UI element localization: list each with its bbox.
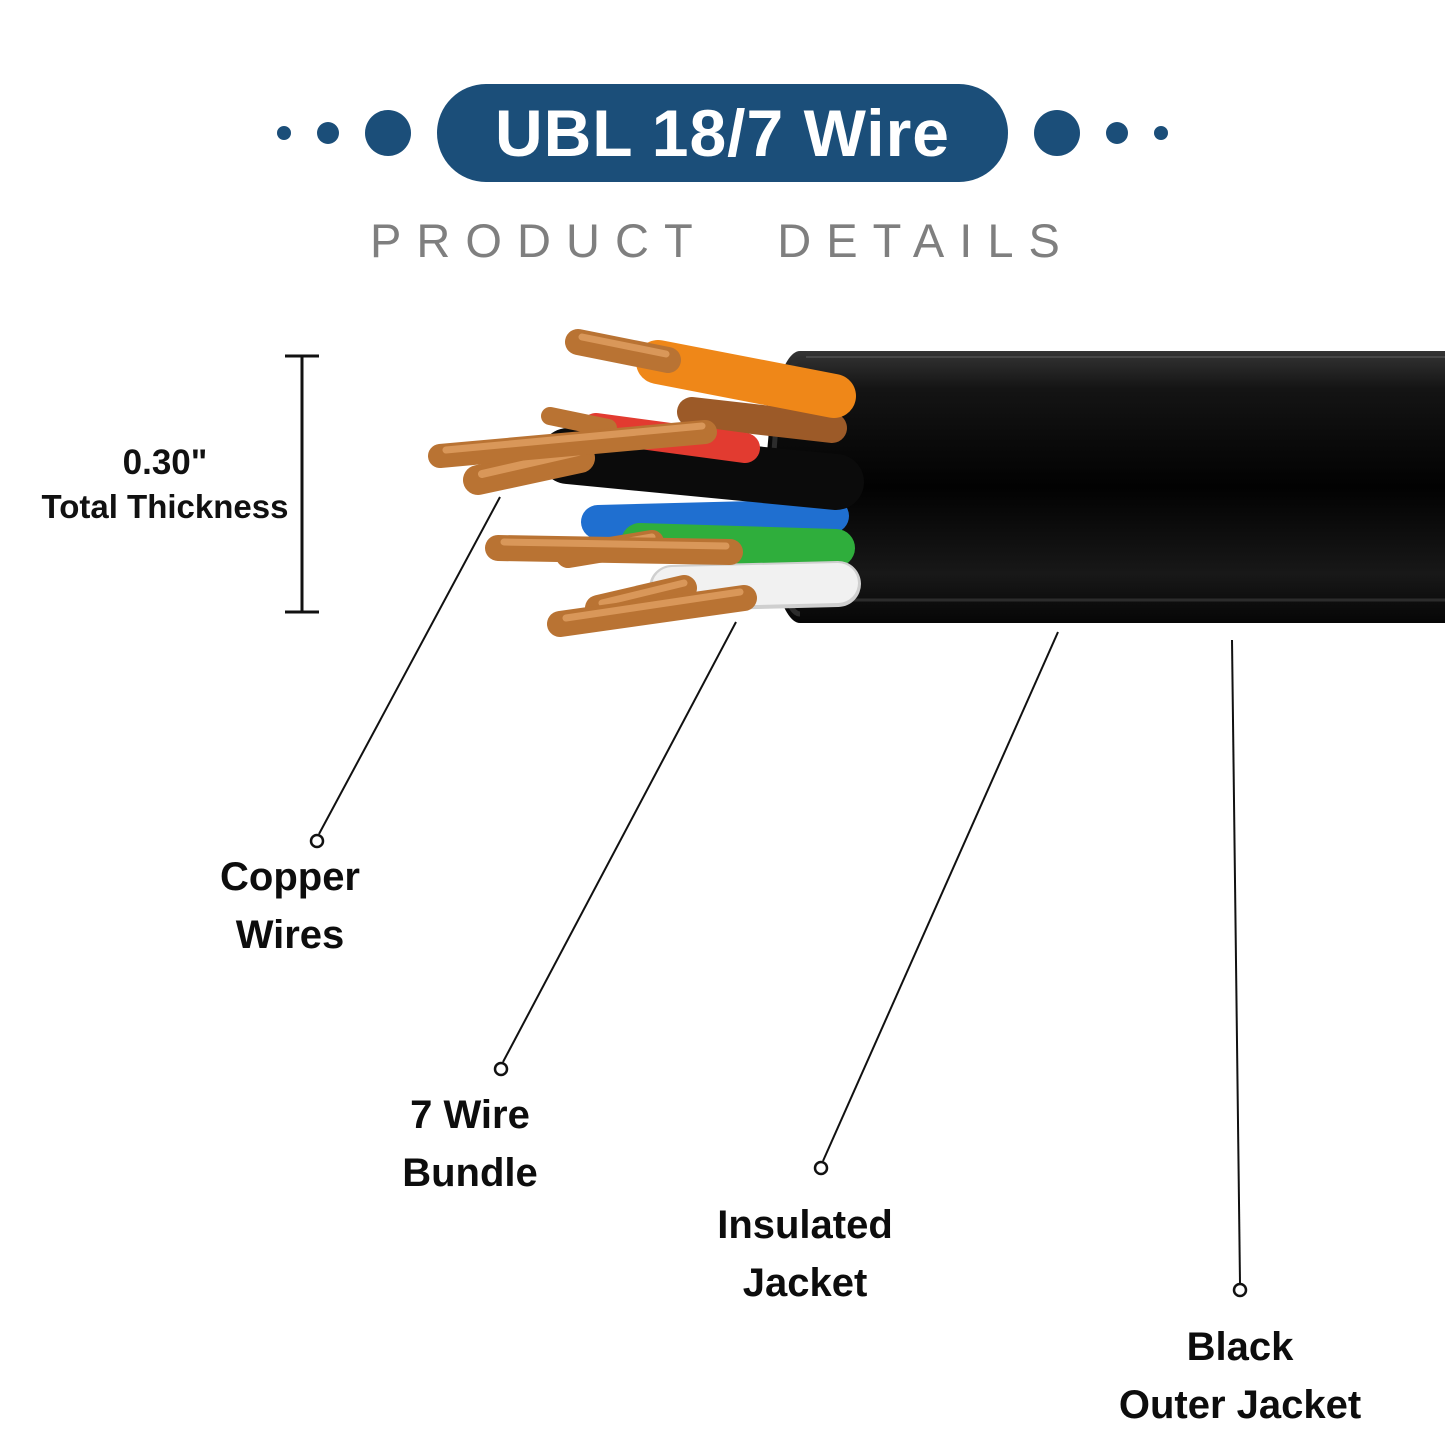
callout-line-copper-wires — [318, 496, 501, 835]
label-line: Black — [1186, 1325, 1294, 1369]
copper-sheen — [598, 579, 688, 607]
label-line: 7 Wire — [410, 1093, 530, 1137]
label-line: Bundle — [402, 1151, 538, 1195]
wire-blue — [581, 499, 849, 539]
black-outer-jacket — [766, 351, 1445, 623]
wire-red-copper-tip — [541, 407, 617, 437]
copper-sheen — [578, 333, 670, 358]
thickness-text: Total Thickness — [41, 487, 289, 525]
thickness-value: 0.30" — [122, 443, 208, 482]
decor-dot-icon — [364, 110, 411, 156]
callout-dot-wire-bundle — [493, 1061, 509, 1077]
label-line: Copper — [220, 855, 360, 899]
bare-copper-wire — [428, 420, 717, 468]
callout-line-insulated-jacket — [822, 631, 1059, 1162]
callout-dot-insulated-jacket — [813, 1160, 829, 1176]
header: UBL 18/7 Wire — [0, 84, 1445, 182]
wire-brown — [677, 397, 847, 443]
bare-copper-wire — [547, 585, 757, 637]
product-title: UBL 18/7 Wire — [494, 96, 951, 170]
decor-dot-icon — [1154, 126, 1169, 140]
copper-sheen — [562, 588, 744, 622]
callout-line-outer-jacket — [1231, 639, 1241, 1284]
label-line: Insulated — [717, 1203, 893, 1247]
label-line: Outer Jacket — [1118, 1383, 1362, 1427]
wire-orange — [636, 340, 856, 418]
subtitle: PRODUCT DETAILS — [370, 214, 1075, 267]
decor-dot-icon — [1106, 122, 1129, 144]
label-copper-wires: Copper Wires — [150, 848, 430, 964]
callout-dot-copper-wires — [309, 833, 325, 849]
label-line: Wires — [235, 913, 345, 957]
product-title-pill: UBL 18/7 Wire — [436, 84, 1009, 182]
wire-white — [652, 563, 858, 607]
wire-black-copper-tip — [463, 443, 595, 495]
bare-copper-wire — [485, 535, 743, 565]
thickness-label: 0.30" Total Thickness — [28, 440, 302, 528]
callout-line-wire-bundle — [502, 621, 737, 1063]
wire-orange-copper-tip — [565, 329, 681, 373]
label-insulated-jacket: Insulated Jacket — [665, 1196, 945, 1312]
copper-sheen — [500, 538, 730, 550]
decor-dot-icon — [276, 126, 291, 140]
wire-black — [540, 428, 864, 510]
copper-sheen — [442, 422, 706, 454]
decor-dot-icon — [316, 122, 339, 144]
decor-dot-icon — [1034, 110, 1081, 156]
callout-dot-outer-jacket — [1232, 1282, 1248, 1298]
label-wire-bundle: 7 Wire Bundle — [330, 1086, 610, 1202]
label-outer-jacket: Black Outer Jacket — [1058, 1318, 1422, 1434]
label-line: Jacket — [742, 1261, 868, 1305]
